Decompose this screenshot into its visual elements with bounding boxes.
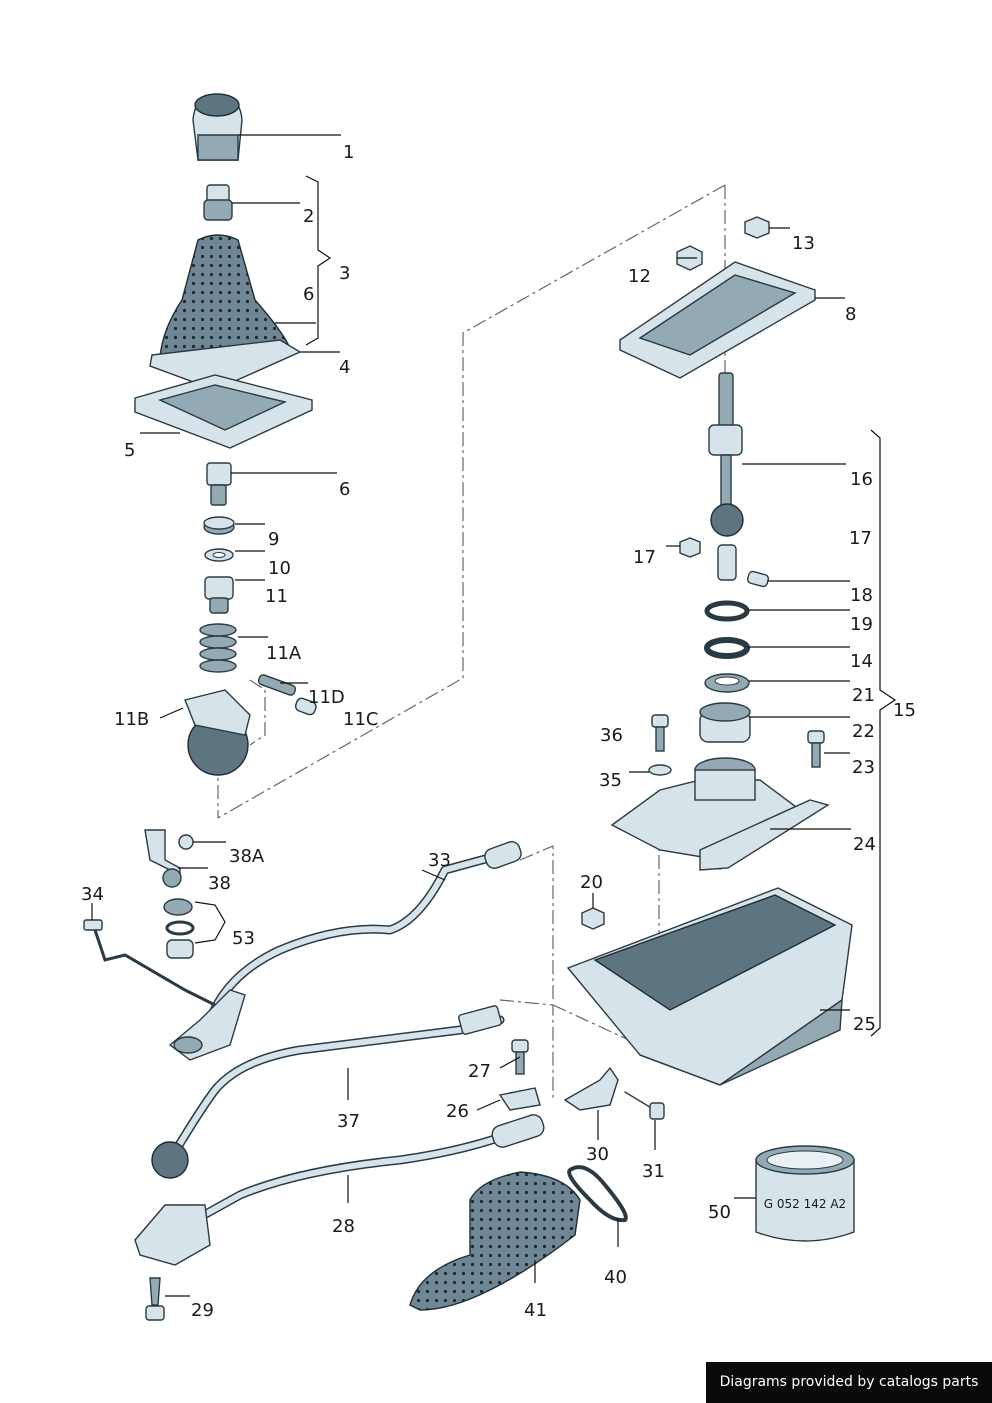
- washer: [204, 548, 234, 562]
- callout-12: 12: [628, 266, 651, 287]
- pin-and-spring: [257, 674, 317, 716]
- circlip-19: [704, 600, 750, 622]
- lever-ball-housing: [184, 689, 251, 776]
- callout-38: 38: [208, 873, 231, 894]
- cable-33: [200, 841, 522, 1045]
- part-marking: G 052 142 A2: [764, 1197, 846, 1211]
- callout-11D: 11D: [308, 687, 345, 708]
- callout-53: 53: [232, 928, 255, 949]
- callout-2: 2: [303, 206, 314, 227]
- callout-36: 36: [600, 725, 623, 746]
- callout-3: 3: [339, 263, 350, 284]
- washer-35: [648, 764, 672, 776]
- callout-15: 15: [893, 700, 916, 721]
- linkage-24: [699, 799, 830, 871]
- selector-shaft: [708, 372, 744, 581]
- callout-22: 22: [852, 721, 875, 742]
- bracket-30-31: [563, 1066, 665, 1120]
- clip-26-27: [498, 1039, 541, 1111]
- callout-20: 20: [580, 872, 603, 893]
- callout-40: 40: [604, 1267, 627, 1288]
- callout-6-top: 6: [303, 284, 314, 305]
- callout-35: 35: [599, 770, 622, 791]
- bush-ring: [203, 516, 235, 535]
- callout-labels: 1 2 3 6 4 5 6 9 10 11 11A 11D 11B 11C 12…: [81, 142, 916, 1321]
- gear-boot: [149, 234, 302, 391]
- callout-16: 16: [850, 469, 873, 490]
- callout-13: 13: [792, 233, 815, 254]
- callout-11: 11: [265, 586, 288, 607]
- callout-24: 24: [853, 834, 876, 855]
- nut-20: [581, 907, 605, 930]
- bolt-23: [807, 730, 825, 768]
- ring-14: [704, 637, 750, 659]
- callout-21: 21: [852, 685, 875, 706]
- callout-6-bottom: 6: [339, 479, 350, 500]
- callout-5: 5: [124, 440, 135, 461]
- callout-41: 41: [524, 1300, 547, 1321]
- bolt-36: [651, 714, 669, 752]
- bolt-29: [145, 1277, 165, 1321]
- callout-26: 26: [446, 1101, 469, 1122]
- callout-8: 8: [845, 304, 856, 325]
- callout-23: 23: [852, 757, 875, 778]
- callout-34: 34: [81, 884, 104, 905]
- leader-lines: [91, 134, 897, 1297]
- knob-bushing: [203, 184, 233, 221]
- callout-25: 25: [853, 1014, 876, 1035]
- callout-17-right: 17: [849, 528, 872, 549]
- lever-sleeve: [206, 462, 232, 506]
- callout-31: 31: [642, 1161, 665, 1182]
- callout-27: 27: [468, 1061, 491, 1082]
- callout-4: 4: [339, 357, 350, 378]
- callout-1: 1: [343, 142, 354, 163]
- callout-50: 50: [708, 1202, 731, 1223]
- parts-38-53: [144, 829, 195, 959]
- callout-18: 18: [850, 585, 873, 606]
- pin-18: [746, 570, 770, 588]
- selector-housing: [610, 757, 802, 861]
- footer-credit[interactable]: Diagrams provided by catalogs parts: [706, 1362, 992, 1403]
- callout-10: 10: [268, 558, 291, 579]
- callout-33: 33: [428, 850, 451, 871]
- callout-30: 30: [586, 1144, 609, 1165]
- callout-11A: 11A: [266, 643, 302, 664]
- nut-17: [679, 537, 701, 558]
- callout-19: 19: [850, 614, 873, 635]
- spring: [199, 623, 237, 673]
- shift-knob: [192, 93, 243, 161]
- guide-bush: [204, 576, 234, 614]
- callout-11B: 11B: [114, 709, 149, 730]
- callout-14: 14: [850, 651, 873, 672]
- callout-28: 28: [332, 1216, 355, 1237]
- callout-37: 37: [337, 1111, 360, 1132]
- callout-17-left: 17: [633, 547, 656, 568]
- cover-plate: [619, 261, 816, 379]
- housing-25: [566, 887, 853, 1086]
- callout-29: 29: [191, 1300, 214, 1321]
- ring-21: [704, 673, 750, 693]
- boot-frame: [134, 374, 313, 449]
- seal-ring-40: [567, 1165, 628, 1223]
- gaiter-41: [409, 1171, 581, 1311]
- rod-37: [151, 1005, 505, 1179]
- callout-38A: 38A: [229, 846, 265, 867]
- lever-33-end: [168, 989, 246, 1061]
- rod-28: [134, 1114, 545, 1266]
- rod-34: [83, 919, 216, 1007]
- grease-tin-50: [755, 1145, 855, 1242]
- nut-13: [744, 216, 770, 239]
- bearing-22: [699, 702, 751, 743]
- callout-11C: 11C: [343, 709, 378, 730]
- callout-9: 9: [268, 529, 279, 550]
